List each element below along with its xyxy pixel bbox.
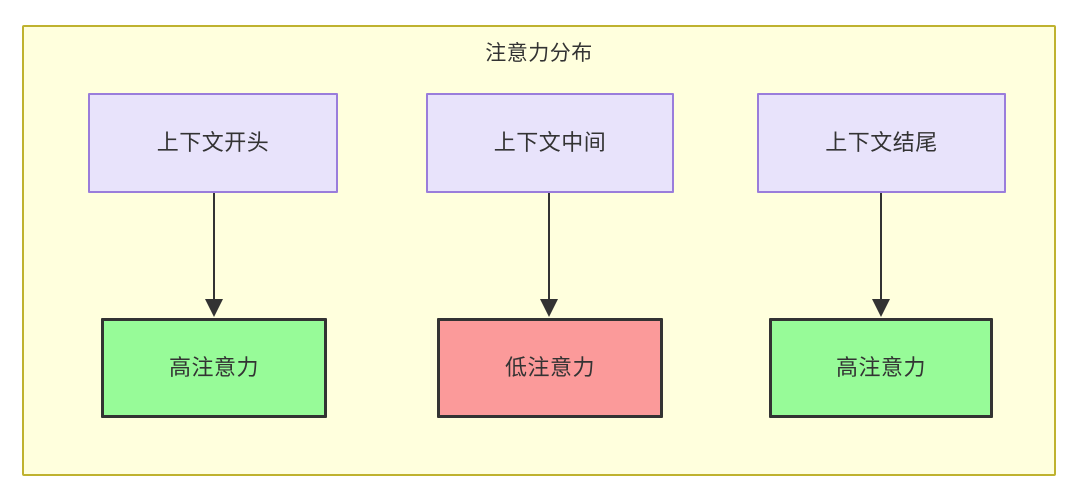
subgraph-title: 注意力分布 (485, 42, 593, 65)
node-label: 上下文开头 (156, 130, 270, 155)
node-context-middle[interactable]: 上下文中间 (426, 93, 674, 193)
node-label: 上下文中间 (493, 130, 607, 155)
node-high-attention-end[interactable]: 高注意力 (769, 318, 993, 418)
node-label: 上下文结尾 (825, 130, 938, 155)
node-label: 低注意力 (504, 355, 595, 380)
node-high-attention-start[interactable]: 高注意力 (101, 318, 327, 418)
node-label: 高注意力 (168, 355, 259, 380)
node-context-end[interactable]: 上下文结尾 (757, 93, 1006, 193)
node-label: 高注意力 (835, 355, 926, 380)
node-low-attention-middle[interactable]: 低注意力 (437, 318, 663, 418)
node-context-beginning[interactable]: 上下文开头 (88, 93, 338, 193)
